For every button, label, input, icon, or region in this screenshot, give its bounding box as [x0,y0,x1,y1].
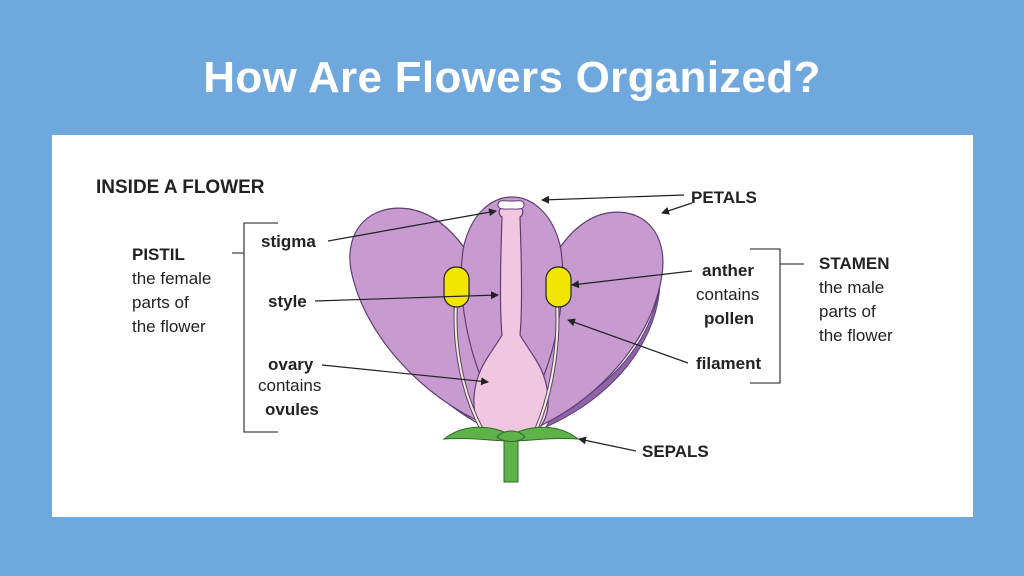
anther-sub-label: contains [696,285,759,304]
stamen-desc-line2: parts of [819,302,876,321]
right-anther [545,266,572,308]
petals-label: PETALS [691,188,757,207]
style-label: style [268,292,307,311]
left-filament-inner [454,302,483,431]
petals-leader-1 [541,194,685,204]
ovary-label: ovary [268,355,314,374]
stamen-desc-line3: the flower [819,326,893,345]
slide-title: How Are Flowers Organized? [203,53,821,102]
ovary-leader [321,364,489,386]
stamen-label: STAMEN [819,254,890,273]
pistil-desc-line1: the female [132,269,211,288]
anther-leader [571,270,693,289]
stigma-label: stigma [261,232,316,251]
ovules-label: ovules [265,400,319,419]
stigma-shape [497,200,525,210]
stamen-desc-line1: the male [819,278,884,297]
diagram-panel: INSIDE A FLOWER [52,135,973,517]
filament-leader [567,318,689,364]
right-filament-inner [535,302,559,431]
flower-diagram: INSIDE A FLOWER [96,177,893,483]
pistil-desc-line2: parts of [132,293,189,312]
left-anther [443,266,470,308]
sepals-leader [578,436,637,452]
right-sepal [510,426,580,442]
left-sepal [442,426,512,442]
filament-label: filament [696,354,762,373]
center-sepal [496,430,526,442]
pistil-group: PISTIL the female parts of the flower st… [132,208,499,433]
sepals-label: SEPALS [642,442,709,461]
petals-leader-2 [661,202,693,215]
stamen-bracket [750,248,804,384]
anther-label: anther [702,261,754,280]
pollen-label: pollen [704,309,754,328]
pistil-bracket [232,222,278,433]
pistil-label: PISTIL [132,245,185,264]
stamen-group: STAMEN the male parts of the flower anth… [567,248,893,384]
ovary-sub-label: contains [258,376,321,395]
stigma-leader [327,208,497,242]
diagram-heading: INSIDE A FLOWER [96,177,265,198]
pistil-desc-line3: the flower [132,317,206,336]
flower-illustration [349,196,664,483]
style-leader [314,291,499,302]
